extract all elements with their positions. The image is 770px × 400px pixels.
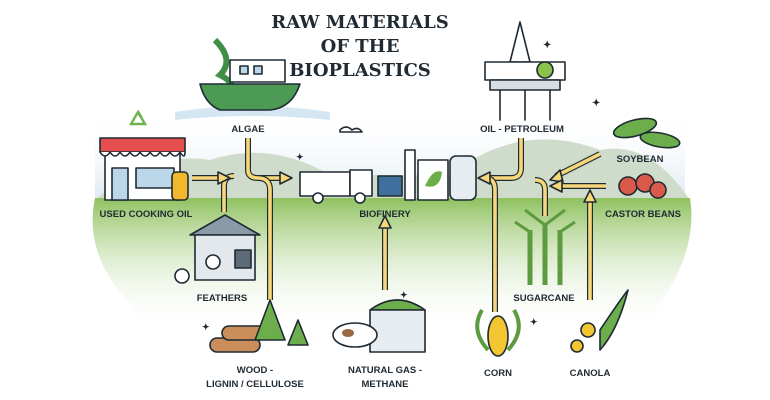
- label-castor: CASTOR BEANS: [605, 209, 681, 220]
- label-corn: CORN: [484, 368, 512, 379]
- oil-bottle-icon: [172, 172, 188, 200]
- title-line-1: RAW MATERIALS: [271, 12, 449, 33]
- oil-platform-illustration: [485, 22, 565, 120]
- chicken-icon: [175, 269, 189, 283]
- label-canola: CANOLA: [570, 368, 611, 379]
- label-biofinery: BIOFINERY: [359, 209, 411, 220]
- label-sugarcane: SUGARCANE: [513, 293, 574, 304]
- label-algae: ALGAE: [231, 124, 264, 135]
- label-used-oil: USED COOKING OIL: [100, 209, 193, 220]
- cow-icon: [333, 323, 377, 347]
- label-wood-2: LIGNIN / CELLULOSE: [206, 379, 304, 390]
- label-soybean: SOYBEAN: [617, 154, 664, 165]
- label-wood-1: WOOD -: [237, 365, 273, 376]
- svg-text:✦: ✦: [296, 152, 304, 162]
- svg-text:✦: ✦: [400, 290, 408, 300]
- label-oil: OIL - PETROLEUM: [480, 124, 564, 135]
- svg-text:✦: ✦: [530, 317, 538, 327]
- label-gas-2: METHANE: [362, 379, 409, 390]
- svg-text:✦: ✦: [202, 322, 210, 332]
- svg-text:✦: ✦: [543, 40, 551, 51]
- title-line-2: OF THE: [321, 36, 400, 57]
- label-gas-1: NATURAL GAS -: [348, 365, 422, 376]
- store-illustration: [100, 138, 188, 200]
- label-feathers: FEATHERS: [197, 293, 248, 304]
- algae-boat-illustration: [200, 40, 300, 110]
- title-line-3: BIOPLASTICS: [289, 60, 431, 81]
- svg-text:✦: ✦: [592, 98, 600, 109]
